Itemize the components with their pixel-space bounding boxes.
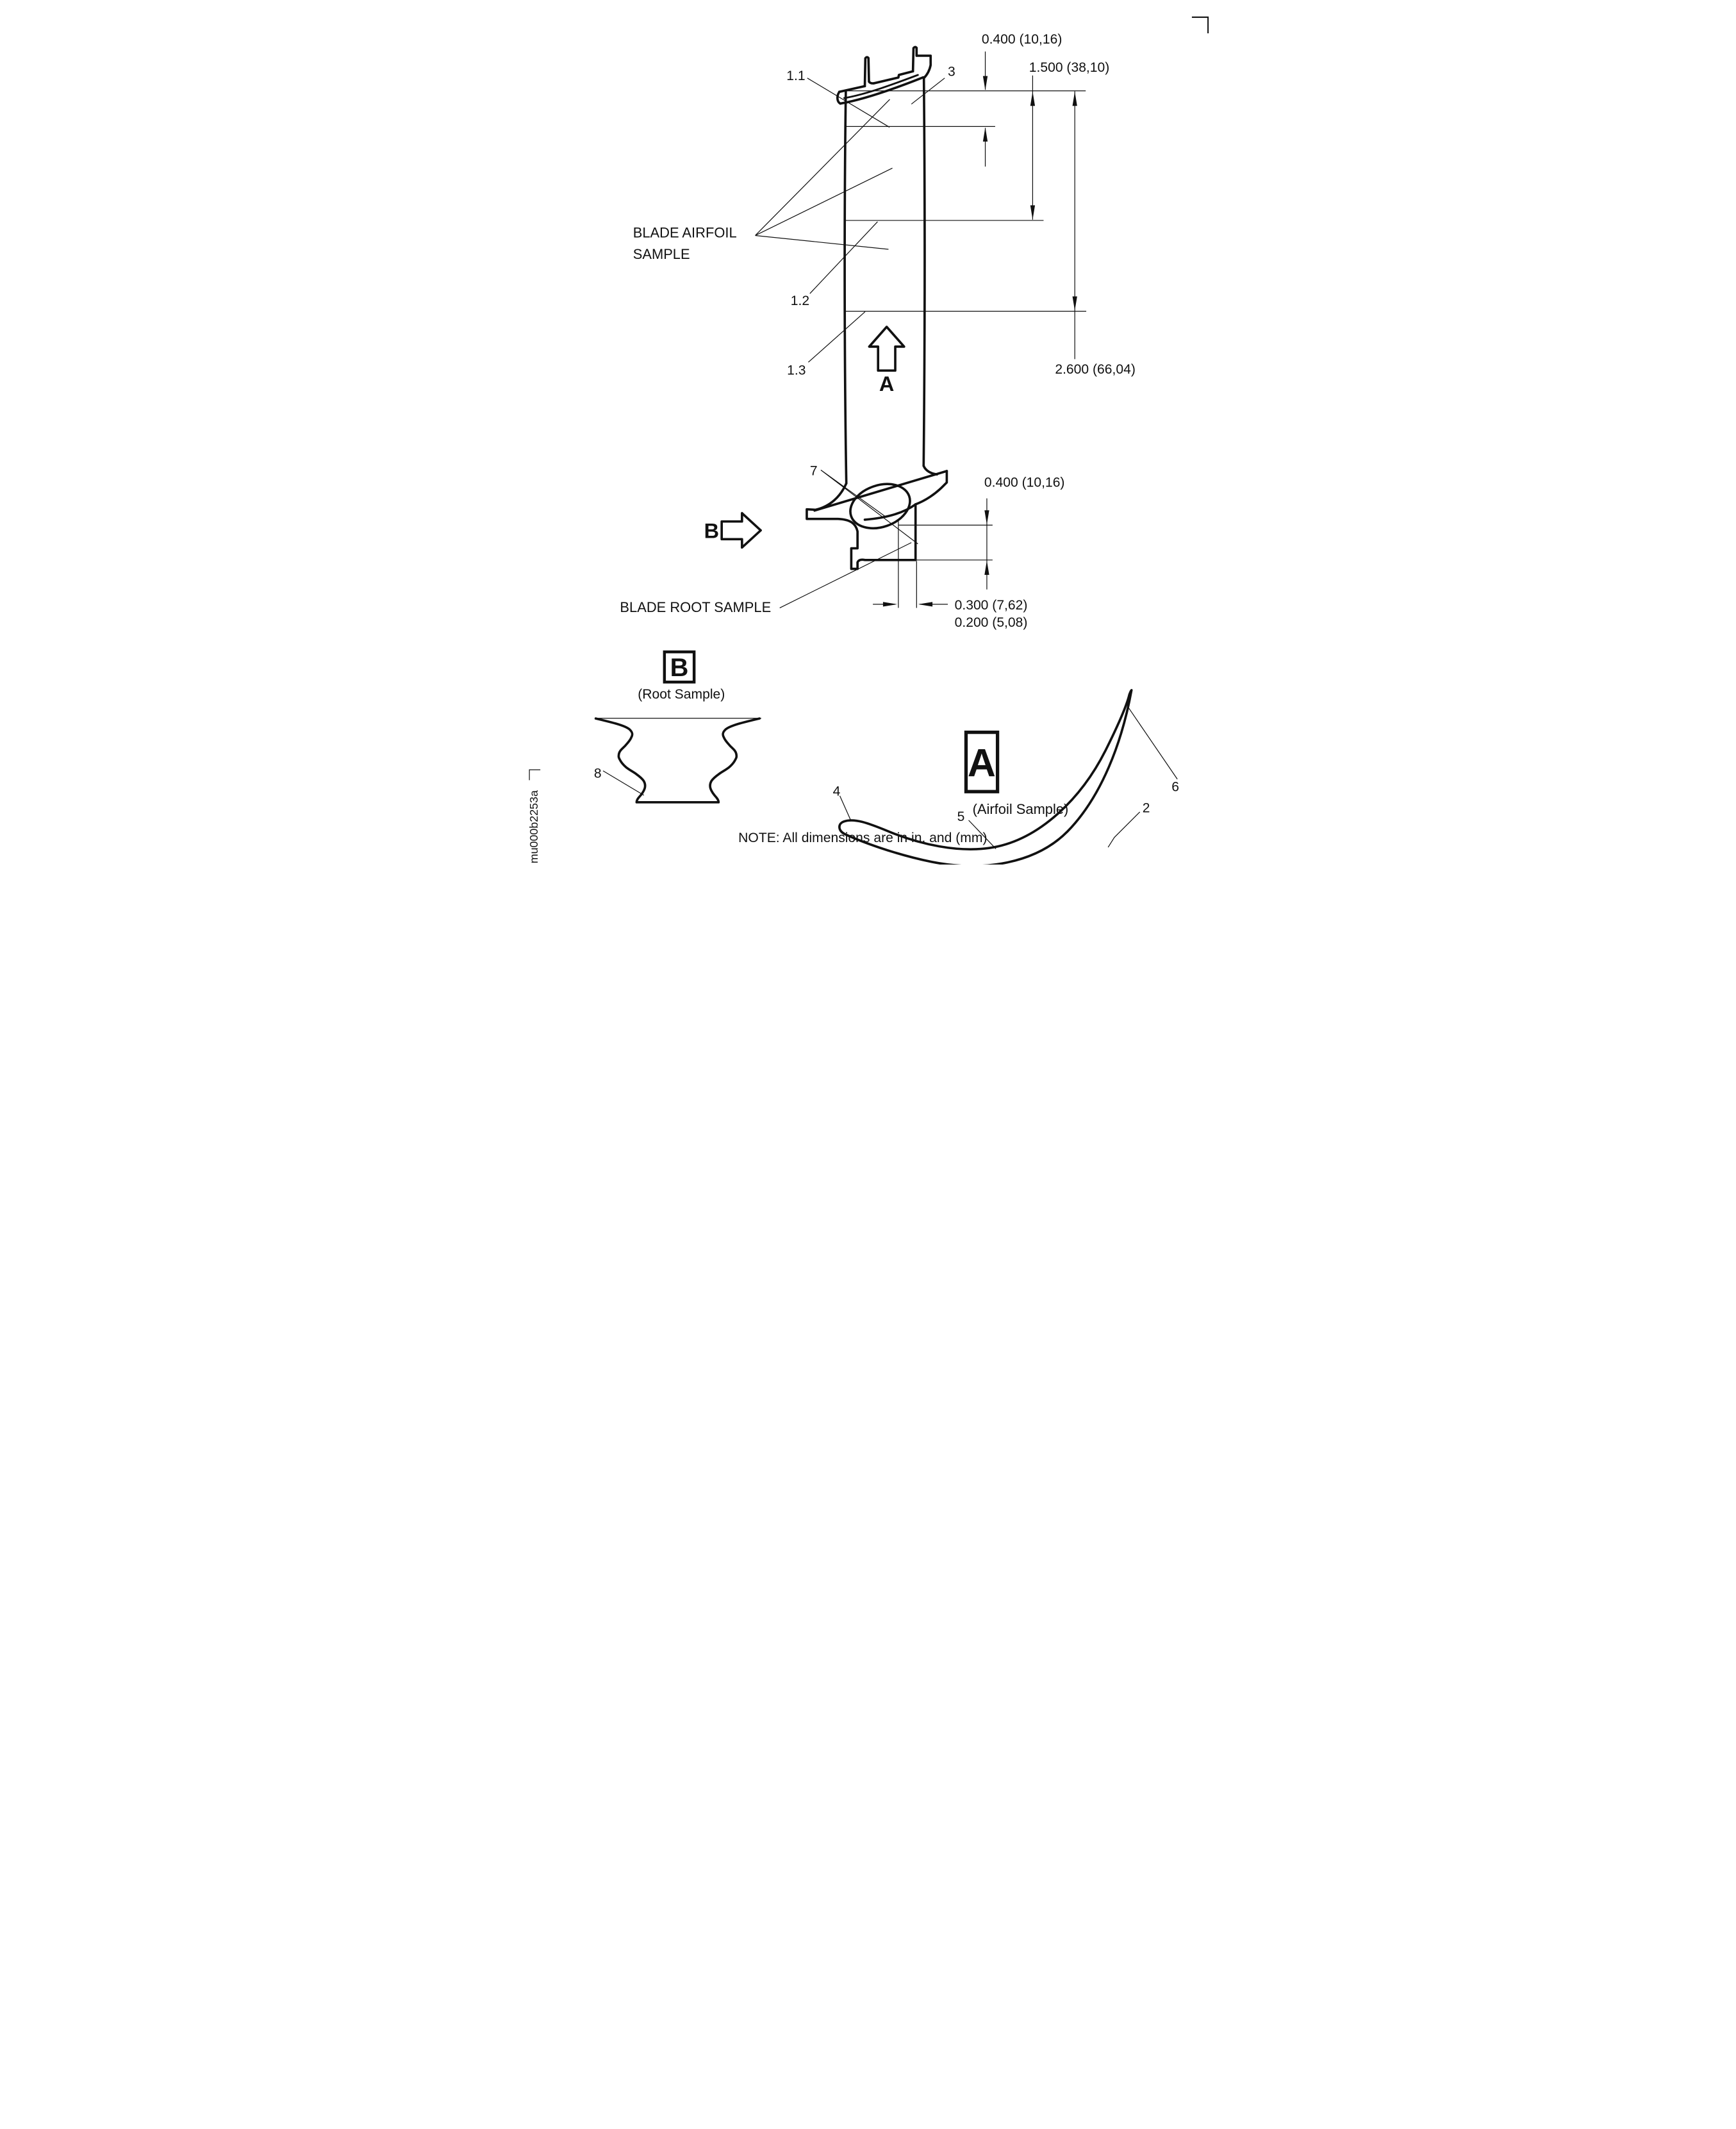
section-b-caption: (Root Sample) bbox=[638, 687, 725, 702]
section-a-box bbox=[964, 730, 999, 793]
view-b-letter: B bbox=[704, 520, 718, 543]
note-text: NOTE: All dimensions are in in. and (mm) bbox=[738, 831, 987, 845]
seal-fin-left bbox=[863, 56, 875, 88]
dim-text-0300: 0.300 (7,62) bbox=[954, 598, 1027, 613]
arrowhead-up-icon bbox=[1072, 91, 1077, 106]
label-blade-airfoil-2: SAMPLE bbox=[632, 246, 690, 262]
section-b: B (Root Sample) 8 bbox=[593, 650, 761, 804]
technical-drawing: 0.400 (10,16) 1.500 (38,10) 2.600 (66,04… bbox=[515, 0, 1221, 865]
dim-text-0200: 0.200 (5,08) bbox=[954, 615, 1027, 630]
view-b-arrow: B bbox=[704, 511, 762, 549]
section-lines bbox=[845, 90, 1086, 608]
shroud-top-edge-left bbox=[838, 85, 866, 94]
leader-2 bbox=[1107, 811, 1140, 848]
arrowhead-down-icon bbox=[982, 76, 988, 90]
callout-7: 7 bbox=[809, 463, 817, 478]
arrowhead-up-icon bbox=[984, 560, 989, 575]
leader-4 bbox=[839, 795, 851, 820]
dim-text-2600: 2.600 (66,04) bbox=[1055, 362, 1136, 377]
leader-fan-airfoil-sample bbox=[754, 99, 893, 250]
leader-1-3 bbox=[807, 311, 865, 363]
label-blade-airfoil-1: BLADE AIRFOIL bbox=[632, 224, 736, 240]
dim-text-1500: 1.500 (38,10) bbox=[1029, 60, 1109, 75]
airfoil-right-edge bbox=[922, 76, 926, 467]
arrowhead-left-icon bbox=[918, 602, 932, 607]
leader-1-2 bbox=[809, 221, 878, 294]
platform-top-slant bbox=[813, 470, 948, 512]
arrowhead-down-icon bbox=[1072, 296, 1077, 311]
callout-8: 8 bbox=[593, 766, 601, 781]
drawing-page: 0.400 (10,16) 1.500 (38,10) 2.600 (66,04… bbox=[515, 0, 1221, 865]
root-profile-outline bbox=[594, 717, 761, 804]
blade-root-outline bbox=[805, 465, 948, 570]
doc-code-text: mu000b2253a bbox=[527, 790, 540, 863]
view-a-arrow: A bbox=[868, 326, 905, 395]
arrowhead-up-icon bbox=[1030, 91, 1035, 106]
up-arrow-icon bbox=[868, 326, 905, 372]
shroud-top-edge-mid bbox=[872, 70, 914, 85]
callout-1-3: 1.3 bbox=[787, 363, 806, 378]
callouts: 3 1.1 1.2 1.3 BLADE AIRFOIL SAMPLE 7 BLA… bbox=[620, 65, 955, 615]
dim-root-width: 0.300 (7,62) 0.200 (5,08) bbox=[872, 598, 1027, 630]
corner-mark-top-right bbox=[1191, 16, 1209, 33]
shroud-bottom-edge bbox=[839, 76, 925, 105]
leader-blade-root-sample bbox=[779, 542, 911, 609]
callout-1-1: 1.1 bbox=[786, 69, 805, 83]
corner-mark-bottom-left bbox=[529, 769, 540, 781]
section-a-caption: (Airfoil Sample) bbox=[972, 801, 1068, 817]
platform-underside bbox=[863, 503, 917, 521]
arrowhead-up-icon bbox=[982, 127, 988, 142]
arrowhead-down-icon bbox=[1030, 205, 1035, 220]
dim-tip-0400: 0.400 (10,16) bbox=[981, 32, 1062, 167]
callout-3: 3 bbox=[948, 65, 955, 79]
shroud-right-step bbox=[914, 54, 932, 79]
dim-2600: 2.600 (66,04) bbox=[1055, 91, 1136, 377]
platform-angel-wing bbox=[914, 470, 948, 506]
callout-2: 2 bbox=[1142, 801, 1150, 816]
arrowhead-down-icon bbox=[984, 510, 989, 525]
dim-text-root-0400: 0.400 (10,16) bbox=[984, 475, 1064, 490]
root-left-outline bbox=[805, 482, 917, 570]
section-a-letter: A bbox=[967, 741, 995, 785]
section-b-box bbox=[663, 650, 695, 684]
callout-5: 5 bbox=[957, 809, 964, 824]
leader-6 bbox=[1127, 706, 1178, 780]
seal-fin-right bbox=[911, 46, 918, 73]
shank-cavity bbox=[848, 483, 911, 530]
section-b-letter: B bbox=[670, 654, 688, 682]
right-arrow-icon bbox=[720, 511, 762, 549]
dim-text-tip-0400: 0.400 (10,16) bbox=[981, 32, 1062, 47]
leader-7 bbox=[820, 469, 918, 545]
leader-1-1 bbox=[806, 78, 889, 128]
dim-root-0400: 0.400 (10,16) bbox=[984, 475, 1064, 590]
callout-6: 6 bbox=[1171, 779, 1179, 794]
shroud-inner-line bbox=[843, 74, 919, 99]
shroud-left-curl bbox=[836, 90, 841, 105]
section-a: A (Airfoil Sample) 4 5 2 6 bbox=[832, 689, 1179, 865]
dim-1500: 1.500 (38,10) bbox=[1029, 60, 1109, 220]
view-a-letter: A bbox=[879, 372, 893, 395]
leader-8 bbox=[602, 770, 644, 796]
callout-1-2: 1.2 bbox=[790, 294, 809, 308]
leader-5 bbox=[968, 820, 996, 849]
blade-tip-shroud bbox=[836, 46, 932, 105]
airfoil-left-edge bbox=[843, 90, 848, 485]
leader-3 bbox=[911, 78, 945, 104]
callout-4: 4 bbox=[832, 784, 840, 799]
airfoil-right-fillet bbox=[922, 465, 938, 476]
arrowhead-right-icon bbox=[882, 602, 897, 607]
label-blade-root-sample: BLADE ROOT SAMPLE bbox=[620, 599, 771, 615]
airfoil-cross-section bbox=[838, 689, 1133, 865]
